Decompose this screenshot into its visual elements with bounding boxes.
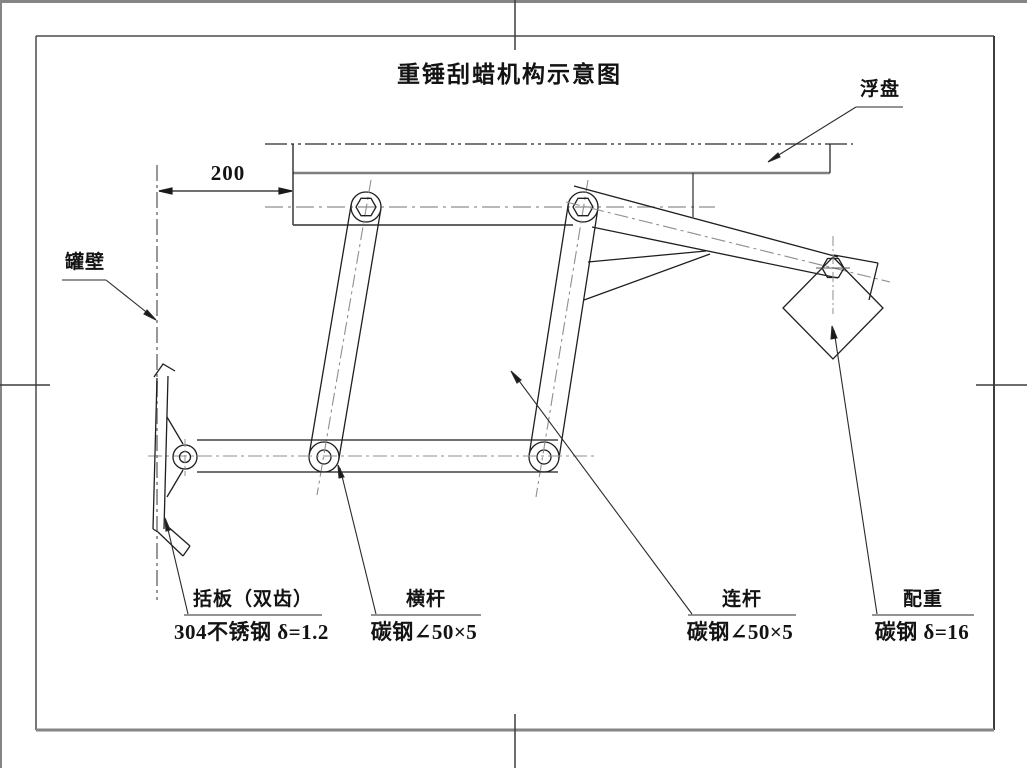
leader-kuaban	[165, 520, 189, 615]
link-right-centerline	[535, 179, 589, 498]
crank-arm	[565, 185, 891, 301]
blade-right-edge	[163, 375, 169, 530]
scraper-assembly	[152, 363, 198, 557]
blade-top-tab	[153, 363, 176, 378]
leader-peizhong	[833, 329, 878, 615]
arm-centerline	[565, 201, 891, 283]
dimension-200-text: 200	[210, 161, 246, 185]
weight-bracket-top	[833, 254, 879, 264]
leader-fupan	[768, 106, 857, 162]
scraper-bracket-lower	[166, 469, 184, 498]
bolt-hex-left	[355, 197, 377, 217]
foot-tooth-right	[165, 524, 191, 547]
arrowhead-fupan	[767, 152, 781, 163]
dim-arrow-right	[278, 187, 293, 195]
blade-left-edge	[152, 377, 158, 530]
label-counterweight-name: 配重	[902, 589, 943, 610]
foot-tooth-cap	[182, 545, 191, 557]
gusset-lower	[583, 253, 711, 301]
dimension-200	[158, 187, 293, 195]
drawing-title: 重锤刮蜡机构示意图	[397, 62, 622, 87]
label-cross-bar-spec: 碳钢∠50×5	[370, 620, 478, 644]
link-left	[308, 179, 382, 496]
label-scraper-name: 括板（双齿）	[192, 589, 313, 610]
counterweight-assembly	[782, 236, 884, 360]
bolt-hex-right	[572, 197, 594, 217]
arrowhead-liangan	[510, 370, 522, 384]
label-counterweight-spec: 碳钢 δ=16	[874, 620, 970, 644]
gusset-upper	[587, 250, 707, 263]
floating-plate	[265, 143, 853, 226]
label-link-rod-spec: 碳钢∠50×5	[686, 620, 794, 644]
leader-henggan	[339, 467, 377, 615]
label-link-rod-name: 连杆	[721, 589, 762, 610]
arrowhead-peizhong	[830, 325, 838, 340]
label-cross-bar-name: 横杆	[405, 589, 446, 610]
label-tank-wall: 罐壁	[64, 252, 105, 273]
blade-bottom-cap	[152, 528, 159, 533]
scraper-bracket-upper	[166, 416, 184, 445]
counterweight-diamond	[782, 256, 884, 360]
link-right	[528, 179, 599, 498]
label-floating-plate: 浮盘	[859, 79, 900, 100]
leader-lines	[62, 106, 974, 616]
foot-tooth-left	[157, 531, 184, 557]
dim-arrow-left	[158, 187, 173, 195]
label-scraper-spec: 304不锈钢 δ=1.2	[174, 620, 329, 644]
arrowhead-henggan	[337, 464, 345, 479]
weight-bracket-right	[868, 262, 879, 301]
link-left-centerline	[316, 179, 372, 496]
arrowhead-guanbi	[143, 309, 157, 321]
leader-liangan	[513, 373, 693, 615]
arrowhead-kuaban	[164, 517, 171, 532]
cross-bar	[148, 439, 594, 473]
